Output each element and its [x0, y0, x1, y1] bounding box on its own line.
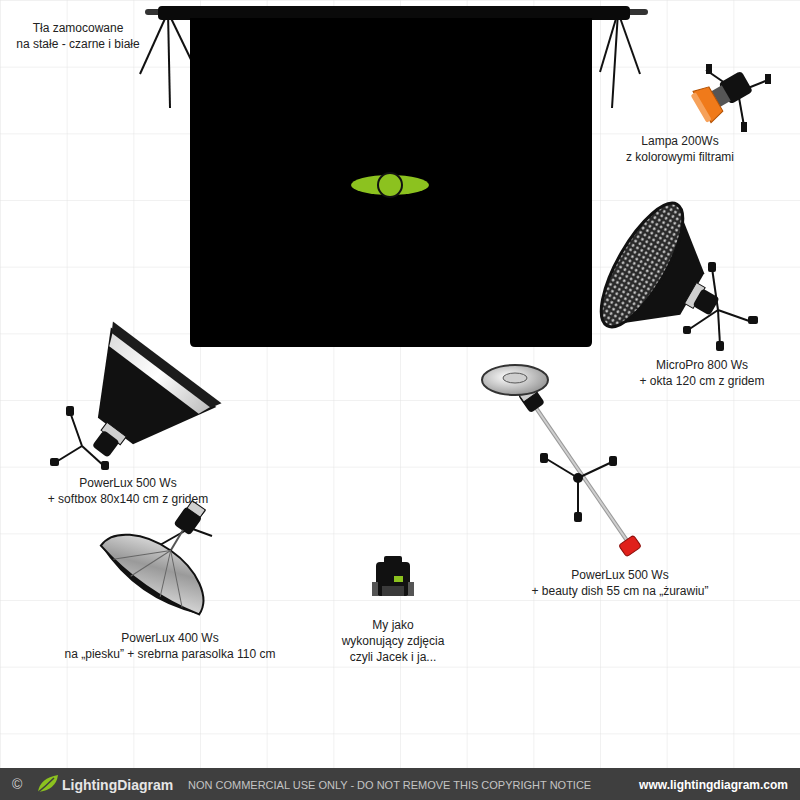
lamp-200ws: [765, 74, 771, 84]
micropro-feet: [683, 326, 691, 334]
lamp-200ws: [691, 92, 712, 123]
light-label: PowerLux 400 Ws na „piesku” + srebrna pa…: [65, 630, 276, 662]
backdrop-note: Tła zamocowane na stałe - czarne i białe: [16, 20, 139, 52]
boom-stand: [540, 453, 548, 463]
beauty-dish: [503, 373, 527, 383]
umbrella-light: [131, 540, 171, 586]
website-url: www.lightingdiagram.com: [639, 777, 788, 793]
boom-stand: [578, 462, 612, 478]
subject-marker: [351, 173, 429, 197]
logo-text: LightingDiagram: [62, 776, 173, 795]
softbox: [92, 430, 120, 458]
softbox-feet: [66, 406, 74, 416]
light-label: PowerLux 500 Ws + softbox 80x140 cm z gr…: [48, 475, 208, 507]
umbrella-light: [148, 551, 205, 608]
softbox-feet: [101, 461, 109, 470]
softbox-tripod: [70, 412, 82, 446]
okta-softbox: [692, 288, 719, 315]
okta-softbox: [586, 192, 750, 367]
umbrella-light: [94, 516, 220, 624]
umbrella-light: [97, 516, 220, 620]
light-label: MicroPro 800 Ws + okta 120 cm z gridem: [639, 357, 764, 389]
backdrop-stand: [168, 12, 170, 108]
boom-stand: [573, 473, 583, 483]
camera: [408, 582, 414, 596]
boom-stand: [532, 402, 630, 545]
umbrella-light: [113, 526, 170, 583]
micropro-feet: [716, 341, 724, 351]
micropro-feet: [708, 262, 716, 272]
umbrella-light: [111, 526, 205, 610]
boom-stand: [577, 478, 579, 515]
beauty-dish: [482, 365, 548, 413]
softbox-feet: [50, 458, 59, 466]
boom-stand: [545, 458, 612, 515]
lamp-200ws: [690, 65, 756, 124]
subject-marker: [378, 173, 402, 197]
softbox-tripod: [56, 412, 104, 466]
backdrop-stand: [618, 12, 640, 74]
camera: [372, 556, 414, 596]
boom-stand: [609, 456, 617, 466]
micropro-tripod: [688, 310, 718, 330]
micropro-tripod: [718, 310, 720, 345]
softbox: [107, 321, 222, 411]
backdrop: [190, 18, 592, 347]
softbox: [104, 331, 211, 417]
lamp-200ws: [690, 64, 771, 132]
micropro-tripod: [718, 310, 752, 322]
beauty-dish: [482, 365, 548, 395]
copyright-sign: ©: [12, 775, 22, 794]
backdrop-stand: [612, 12, 618, 108]
lamp-200ws: [741, 122, 747, 132]
umbrella-light: [94, 546, 199, 625]
camera-label: My jako wykonujący zdjęcia czyli Jacek i…: [342, 617, 445, 666]
backdrop-stand: [140, 12, 168, 74]
camera: [376, 562, 410, 596]
boom-stand: [619, 535, 642, 557]
backdrop: [148, 6, 645, 347]
camera: [372, 582, 378, 596]
camera: [384, 556, 402, 564]
light-label: Lampa 200Ws z kolorowymi filtrami: [626, 133, 734, 165]
floor-grid: [0, 0, 800, 768]
boom-stand: [545, 458, 578, 478]
backdrop: [158, 6, 630, 20]
footer-bar: [0, 768, 800, 800]
license-notice: NON COMMERCIAL USE ONLY - DO NOT REMOVE …: [188, 778, 591, 793]
footer-bar: [36, 778, 54, 794]
micropro-feet: [748, 316, 758, 324]
boom-stand: [532, 402, 641, 557]
light-label: PowerLux 500 Ws + beauty dish 55 cm na „…: [531, 567, 708, 599]
boom-stand: [532, 402, 630, 545]
umbrella-light: [145, 551, 185, 597]
okta-softbox: [586, 192, 698, 337]
softbox-tripod: [56, 446, 82, 462]
boom-stand: [619, 535, 642, 557]
lamp-200ws: [706, 64, 712, 74]
camera: [382, 586, 404, 596]
boom-stand: [574, 512, 582, 522]
camera: [394, 576, 403, 582]
softbox: [46, 321, 222, 492]
footer-bar: [0, 768, 800, 800]
umbrella-light: [94, 500, 220, 625]
